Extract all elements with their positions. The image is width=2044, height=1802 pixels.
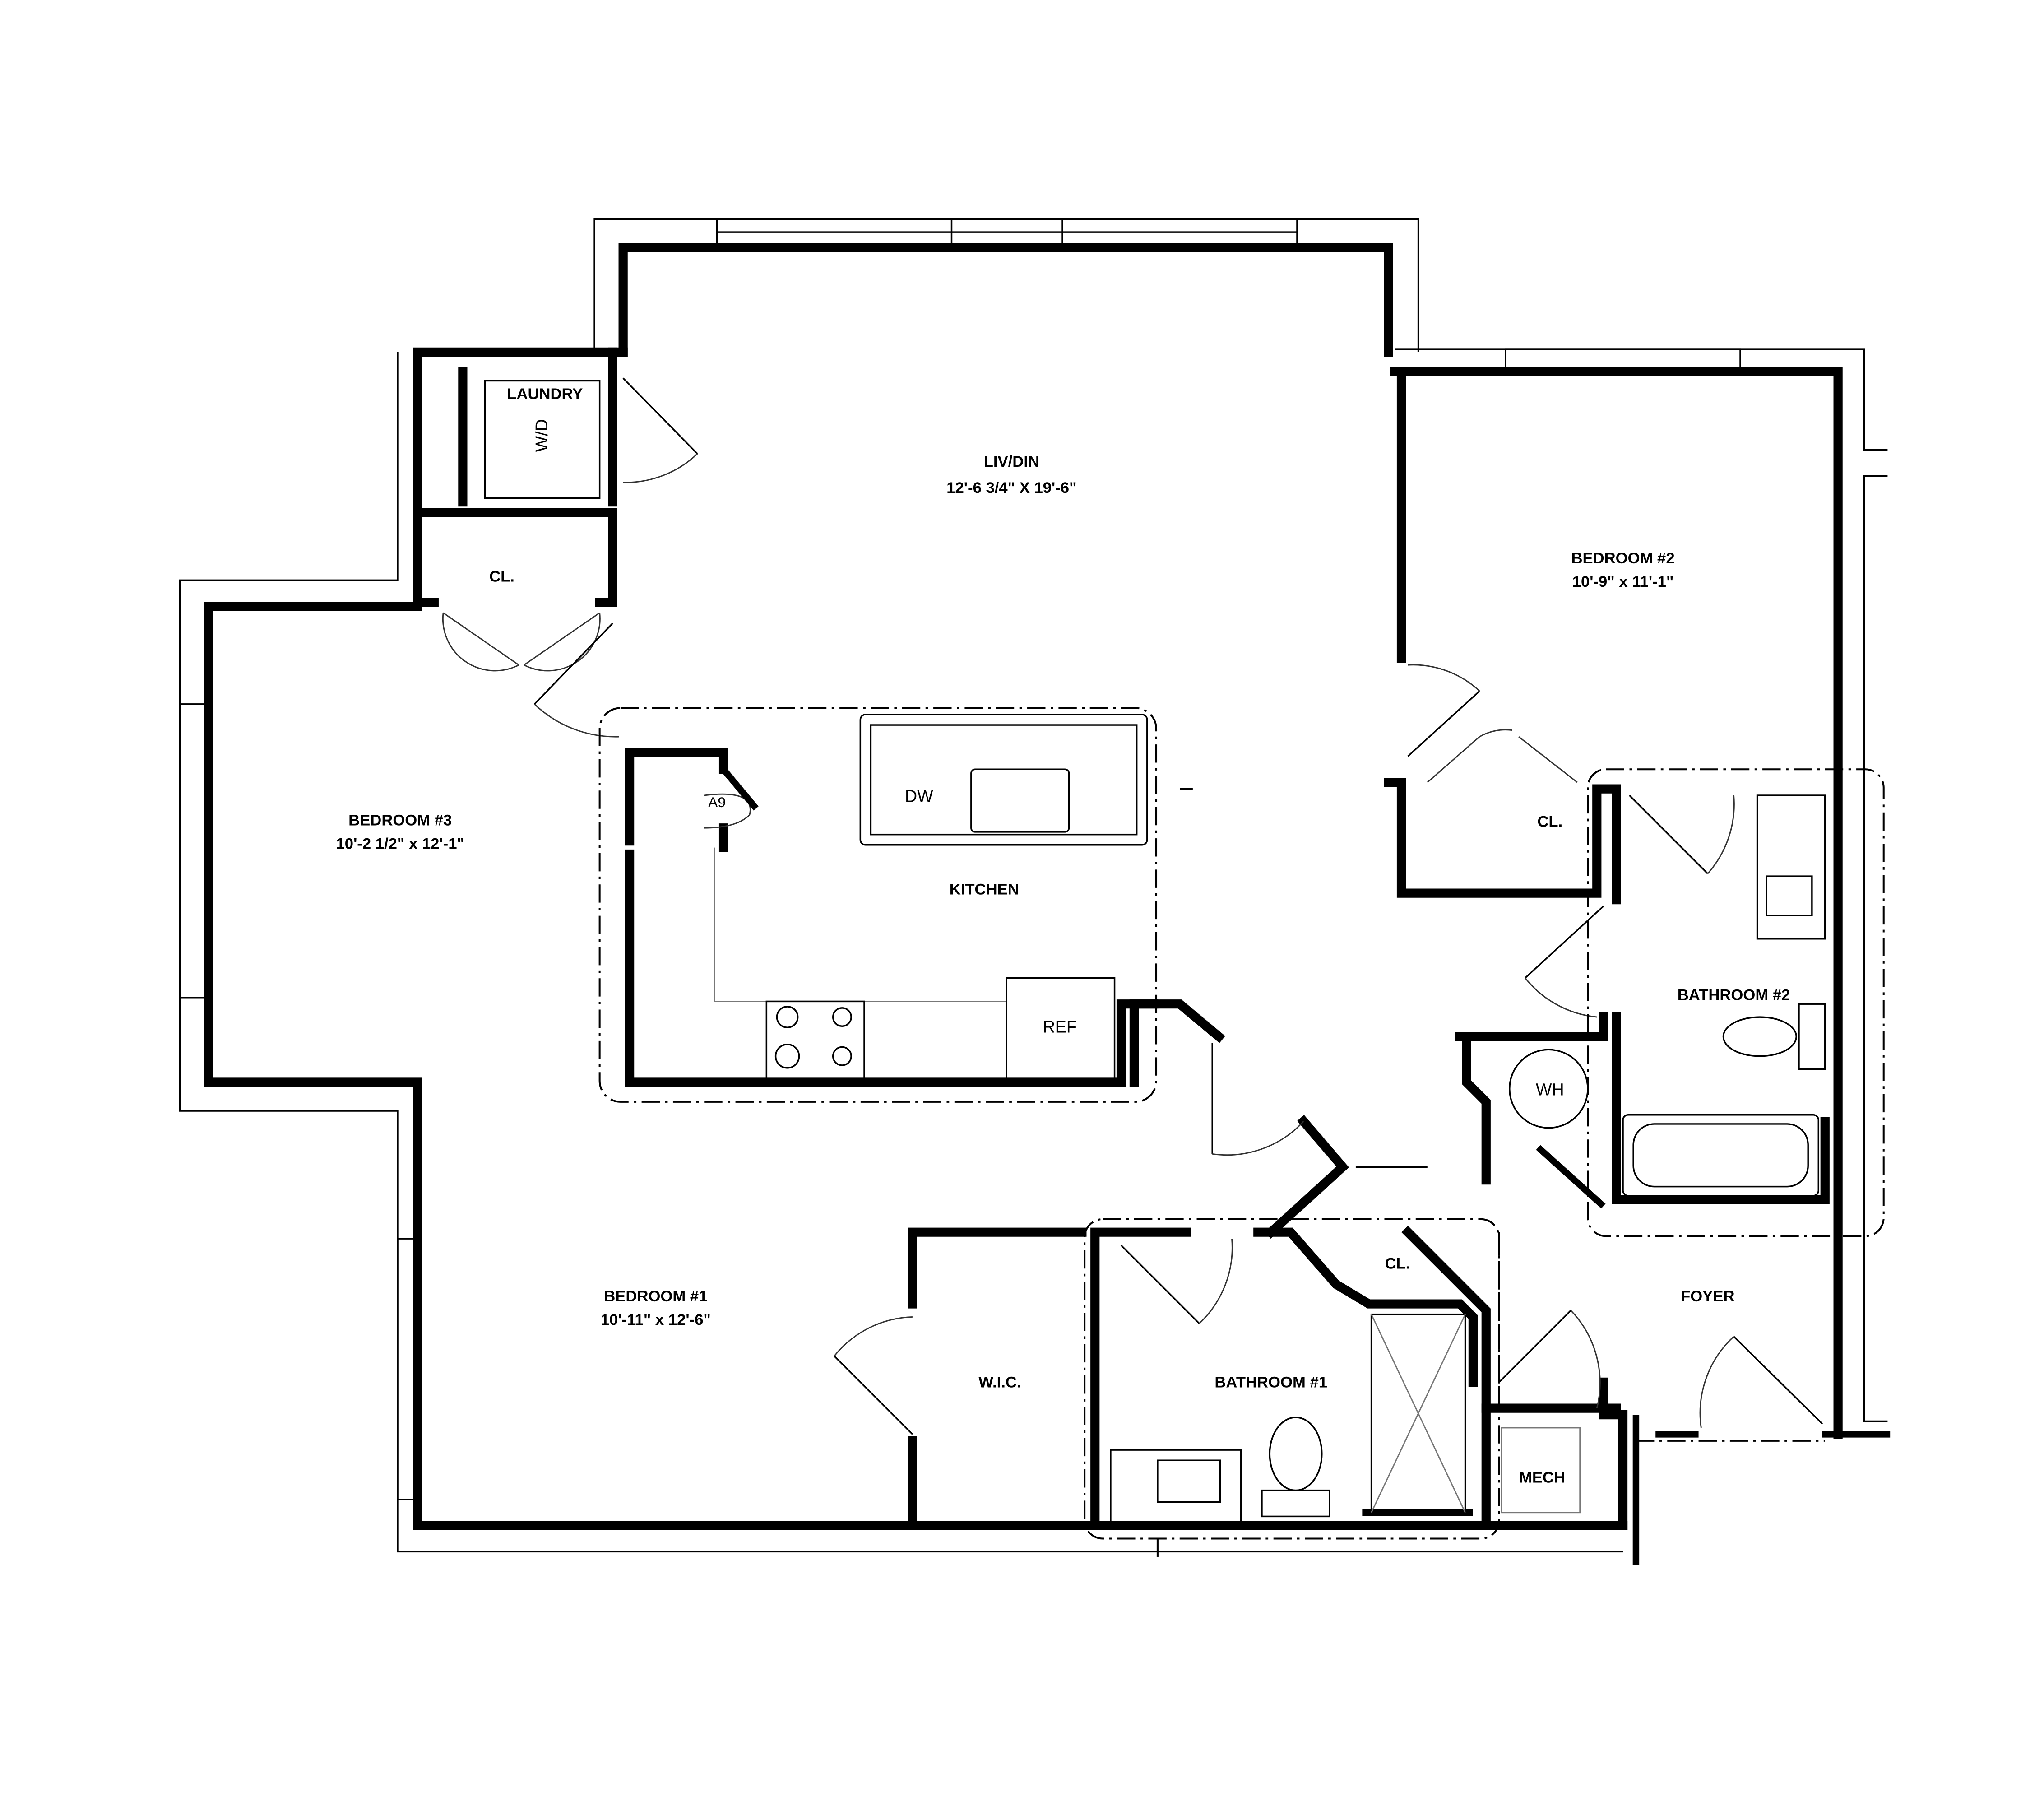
room-size-bedroom3: 10'-2 1/2" x 12'-1" xyxy=(336,835,464,852)
room-label-bedroom1: BEDROOM #1 xyxy=(604,1288,707,1305)
room-label-mech: MECH xyxy=(1519,1469,1565,1486)
pantry-tag: A9 xyxy=(708,794,726,810)
room-label-laundry: LAUNDRY xyxy=(507,385,583,403)
room-label-bathroom1: BATHROOM #1 xyxy=(1214,1374,1327,1391)
toilet xyxy=(1722,1016,1797,1057)
washer-dryer-label: W/D xyxy=(532,419,551,452)
room-label-closet: CL. xyxy=(1537,813,1562,830)
room-label-liv-din: LIV/DIN xyxy=(984,453,1039,470)
window xyxy=(179,703,209,999)
room-size-bedroom2: 10'-9" x 11'-1" xyxy=(1572,573,1674,590)
dishwasher-label: DW xyxy=(905,786,933,805)
interior-walls xyxy=(413,347,1830,1530)
room-label-bedroom3: BEDROOM #3 xyxy=(348,812,452,829)
vanity xyxy=(1110,1449,1242,1523)
room-size-liv-din: 12'-6 3/4" X 19'-6" xyxy=(946,479,1076,497)
room-label-wic: W.I.C. xyxy=(978,1374,1021,1391)
exterior-walls xyxy=(179,218,1891,1565)
shower xyxy=(1370,1313,1466,1514)
stove xyxy=(765,1000,865,1081)
room-label-closet: CL. xyxy=(489,568,514,585)
room-label-bathroom2: BATHROOM #2 xyxy=(1678,987,1790,1004)
fixture-labels: W/D DW REF WH A9 xyxy=(532,419,1564,1099)
room-label-closet: CL. xyxy=(1385,1255,1410,1273)
kitchen-sink xyxy=(970,768,1070,833)
room-size-bedroom1: 10'-11" x 12'-6" xyxy=(601,1311,711,1328)
room-label-bedroom2: BEDROOM #2 xyxy=(1571,550,1674,567)
kitchen-outline xyxy=(598,707,1193,1103)
doors xyxy=(442,377,1823,1435)
window xyxy=(397,1238,418,1500)
room-labels: LIV/DIN 12'-6 3/4" X 19'-6" BEDROOM #2 1… xyxy=(336,385,1790,1486)
refrigerator-label: REF xyxy=(1043,1017,1077,1036)
toilet xyxy=(1269,1417,1323,1491)
window xyxy=(716,218,953,249)
window xyxy=(1061,218,1298,249)
room-label-kitchen: KITCHEN xyxy=(950,881,1019,898)
water-heater xyxy=(1509,1049,1589,1129)
vanity xyxy=(1756,794,1826,940)
water-heater-label: WH xyxy=(1536,1080,1564,1099)
refrigerator xyxy=(1006,977,1116,1081)
room-label-foyer: FOYER xyxy=(1681,1288,1734,1305)
bathtub xyxy=(1622,1114,1820,1197)
window xyxy=(1505,348,1741,372)
bath-outlines xyxy=(1084,768,1885,1558)
